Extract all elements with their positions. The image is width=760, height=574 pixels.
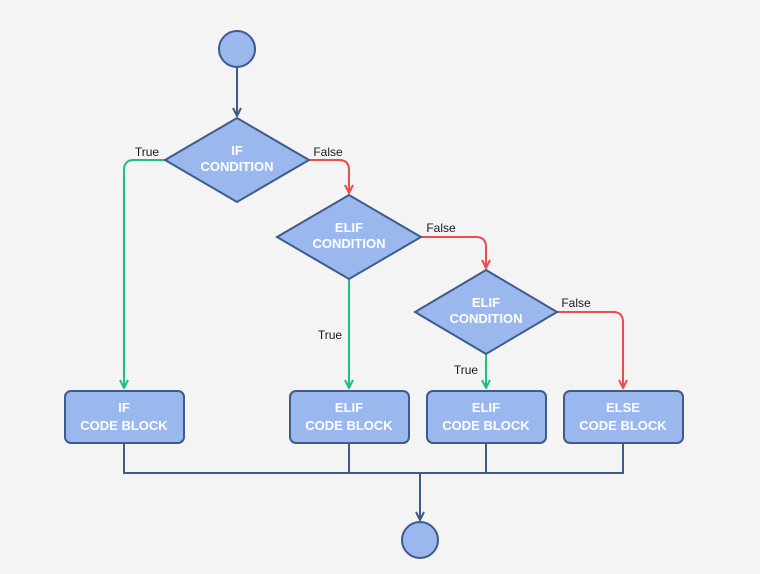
elif-code-block-1-line1: ELIF: [335, 400, 363, 415]
if-code-block-line1: IF: [118, 400, 130, 415]
elif-code-block-1: ELIF CODE BLOCK: [289, 390, 410, 444]
elif-condition-decision-2: ELIF CONDITION: [413, 268, 559, 356]
else-code-block-line1: ELSE: [606, 400, 640, 415]
elif1-false-label: False: [426, 221, 456, 235]
if-condition-line2: CONDITION: [201, 159, 274, 174]
elif1-false-arrow: [421, 236, 486, 268]
elif-condition-2-line1: ELIF: [472, 295, 500, 310]
elif-code-block-1-line2: CODE BLOCK: [305, 418, 393, 433]
elif2-true-label: True: [454, 363, 479, 377]
start-node: [218, 30, 256, 68]
elif2-false-arrow: [557, 311, 623, 388]
end-node: [401, 521, 439, 559]
if-true-arrow: [124, 159, 165, 388]
elif-condition-2-line2: CONDITION: [450, 311, 523, 326]
if-code-block: IF CODE BLOCK: [64, 390, 185, 444]
elif-code-block-2: ELIF CODE BLOCK: [426, 390, 547, 444]
if-false-label: False: [313, 145, 343, 159]
elif2-false-label: False: [561, 296, 591, 310]
else-code-block: ELSE CODE BLOCK: [563, 390, 684, 444]
if-true-label: True: [135, 145, 160, 159]
elif-code-block-2-line2: CODE BLOCK: [442, 418, 530, 433]
if-condition-decision: IF CONDITION: [163, 116, 311, 204]
merge-lines: [123, 443, 624, 474]
if-false-arrow: [309, 159, 349, 193]
if-code-block-line2: CODE BLOCK: [80, 418, 168, 433]
elif-code-block-2-line1: ELIF: [472, 400, 500, 415]
elif-condition-1-line2: CONDITION: [313, 236, 386, 251]
elif-condition-1-line1: ELIF: [335, 220, 363, 235]
elif-condition-decision-1: ELIF CONDITION: [275, 193, 423, 281]
else-code-block-line2: CODE BLOCK: [579, 418, 667, 433]
if-condition-line1: IF: [231, 143, 243, 158]
elif1-true-label: True: [318, 328, 343, 342]
